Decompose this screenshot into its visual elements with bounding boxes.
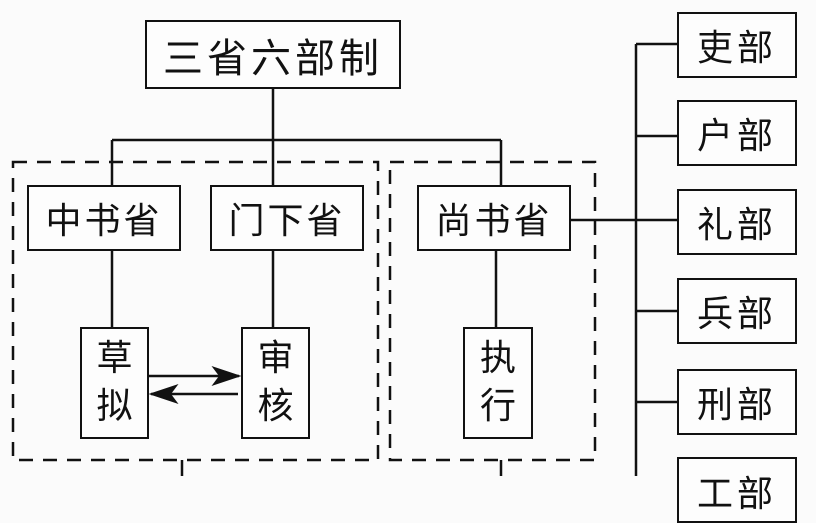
draft-box: 草 拟 [80,327,149,439]
ministry-works: 工部 [677,457,797,523]
review-char-1: 核 [257,386,294,427]
ministry-war: 兵部 [677,278,797,344]
execute-box: 执 行 [463,327,533,439]
execute-char-1: 行 [479,386,516,427]
review-char-0: 审 [257,338,294,379]
group-zhongshu-menxia [11,160,380,462]
review-box: 审 核 [241,327,310,439]
connector-lines [11,42,677,476]
ministry-rites: 礼部 [677,189,797,255]
title-box: 三省六部制 [145,20,401,89]
shangshu-box: 尚书省 [417,185,571,251]
ministry-revenue: 户部 [677,100,797,166]
draft-char-0: 草 [96,338,133,379]
draft-char-1: 拟 [96,386,133,427]
ministry-justice: 刑部 [677,369,797,435]
menxia-box: 门下省 [210,185,364,251]
group-shangshu [388,160,597,462]
zhongshu-box: 中书省 [27,185,181,251]
execute-char-0: 执 [479,338,516,379]
ministry-personnel: 吏部 [677,12,797,78]
